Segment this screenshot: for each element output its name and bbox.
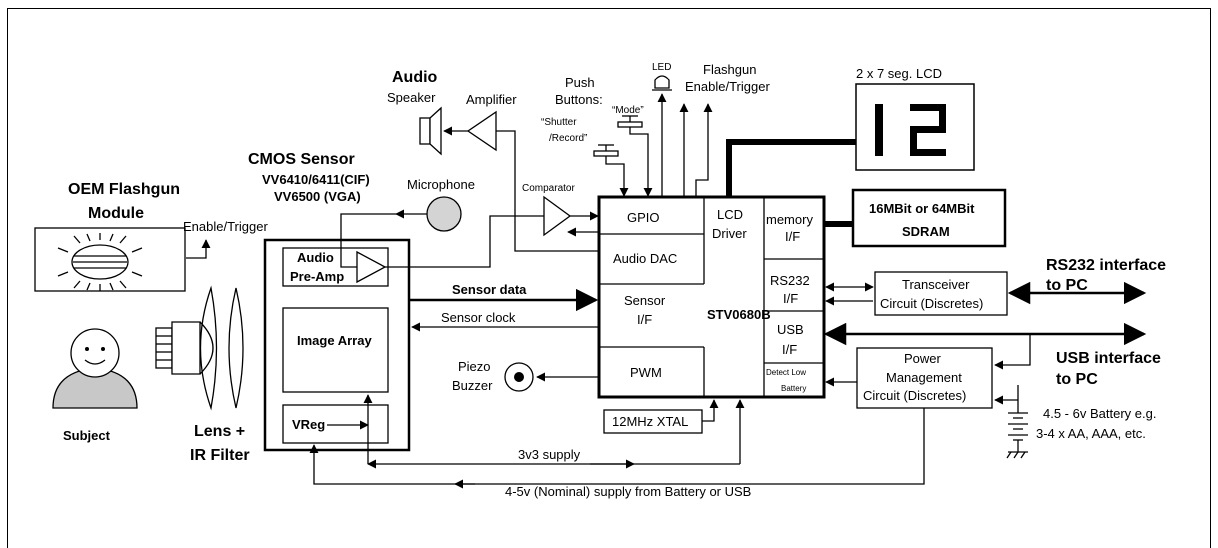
pwm-label: PWM bbox=[630, 365, 662, 380]
transceiver-label-1: Transceiver bbox=[902, 277, 970, 292]
enable-trigger-label: Enable/Trigger bbox=[183, 219, 268, 234]
power-mgmt-label-3: Circuit (Discretes) bbox=[863, 388, 966, 403]
speaker-icon bbox=[419, 106, 442, 156]
diagram-frame bbox=[7, 8, 1211, 548]
microphone-label: Microphone bbox=[407, 177, 475, 192]
stv0680b-chip bbox=[597, 195, 826, 399]
push-buttons-label-1: Push bbox=[565, 75, 595, 90]
lens-label-1: Lens + bbox=[194, 423, 245, 440]
shutter-to-gpio-arrow bbox=[605, 156, 629, 197]
piezo-buzzer-icon bbox=[504, 362, 534, 392]
microphone-icon bbox=[426, 196, 462, 232]
transceiver-box bbox=[874, 271, 1008, 316]
preamp-to-comparator-line bbox=[385, 215, 544, 268]
lcd-bus-line bbox=[726, 139, 856, 196]
power-mgmt-label-2: Management bbox=[886, 370, 962, 385]
amplifier-triangle-icon bbox=[466, 110, 497, 152]
sdram-box bbox=[851, 188, 1007, 248]
subject-label: Subject bbox=[63, 428, 111, 443]
sensor-if-label-1: Sensor bbox=[624, 293, 666, 308]
camera-lens-icon bbox=[155, 285, 244, 411]
memory-if-label-1: memory bbox=[766, 212, 813, 227]
lens-label-2: IR Filter bbox=[190, 447, 250, 464]
comparator-triangle-icon bbox=[543, 195, 572, 237]
image-array-label: Image Array bbox=[297, 333, 372, 348]
vreg-box bbox=[282, 404, 389, 444]
power-management-box bbox=[856, 347, 993, 409]
rs232-pc-label-1: RS232 interface bbox=[1046, 257, 1166, 274]
usb-to-power-arrow bbox=[994, 334, 1031, 370]
detect-low-battery-label-2: Battery bbox=[781, 384, 806, 393]
gpio-label: GPIO bbox=[627, 210, 660, 225]
push-buttons-label-2: Buttons: bbox=[555, 92, 603, 107]
amplifier-label: Amplifier bbox=[466, 92, 517, 107]
audio-preamp-label-1: Audio bbox=[297, 250, 334, 265]
speaker-label: Speaker bbox=[387, 90, 436, 105]
xtal-label: 12MHz XTAL bbox=[612, 414, 688, 429]
xtal-to-chip-arrow bbox=[702, 399, 719, 422]
usb-if-label-1: USB bbox=[777, 322, 804, 337]
lcd-driver-label-2: Driver bbox=[712, 226, 747, 241]
flashgun-trigger-arrow bbox=[186, 239, 211, 259]
power-mgmt-label-1: Power bbox=[904, 351, 942, 366]
rs232-pc-label-2: to PC bbox=[1046, 277, 1088, 294]
vreg-label: VReg bbox=[292, 417, 325, 432]
chip-name-label: STV0680B bbox=[707, 307, 771, 322]
audio-title: Audio bbox=[392, 69, 438, 86]
rs232-if-label-1: RS232 bbox=[770, 273, 810, 288]
mode-button-label: “Mode” bbox=[612, 105, 644, 116]
led-icon bbox=[652, 75, 672, 91]
cmos-sensor-title: CMOS Sensor bbox=[248, 151, 355, 168]
sensor-data-label: Sensor data bbox=[452, 282, 527, 297]
mode-to-gpio-arrow bbox=[629, 127, 653, 197]
subject-icon bbox=[52, 328, 138, 409]
oem-flashgun-title-1: OEM Flashgun bbox=[68, 181, 180, 198]
shutter-button-icon bbox=[593, 144, 619, 157]
audio-preamp-label-2: Pre-Amp bbox=[290, 269, 344, 284]
dac-to-amp-line bbox=[496, 130, 598, 252]
rs232-if-label-2: I/F bbox=[783, 291, 798, 306]
comparator-label: Comparator bbox=[522, 183, 575, 194]
lcd-caption: 2 x 7 seg. LCD bbox=[856, 66, 942, 81]
battery-label-2: 3-4 x AA, AAA, etc. bbox=[1036, 426, 1146, 441]
gpio-flash-arrow-2 bbox=[695, 103, 713, 196]
oem-flashgun-title-2: Module bbox=[88, 205, 144, 222]
flashgun-module-box bbox=[34, 227, 186, 292]
image-array-box bbox=[282, 307, 389, 393]
battery-label-1: 4.5 - 6v Battery e.g. bbox=[1043, 406, 1156, 421]
main-supply-label: 4-5v (Nominal) supply from Battery or US… bbox=[505, 484, 751, 499]
oem-flashgun-group: OEM Flashgun Module Enable/Trigger bbox=[34, 181, 268, 292]
battery-icon bbox=[1006, 385, 1028, 459]
shutter-button-label-2: /Record” bbox=[549, 133, 587, 144]
lcd-digits-icon bbox=[875, 104, 946, 156]
usb-pc-label-2: to PC bbox=[1056, 371, 1098, 388]
cmos-vga-label: VV6500 (VGA) bbox=[274, 189, 361, 204]
audio-dac-label: Audio DAC bbox=[613, 251, 677, 266]
shutter-button-label-1: “Shutter bbox=[541, 117, 577, 128]
supply-3v3-label: 3v3 supply bbox=[518, 447, 581, 462]
usb-if-label-2: I/F bbox=[782, 342, 797, 357]
flashgun-trigger-label-1: Flashgun bbox=[703, 62, 756, 77]
flashgun-trigger-label-2: Enable/Trigger bbox=[685, 79, 770, 94]
mic-to-preamp-line bbox=[340, 213, 396, 268]
sdram-label-1: 16MBit or 64MBit bbox=[869, 201, 975, 216]
usb-pc-label-1: USB interface bbox=[1056, 350, 1161, 367]
sdram-label-2: SDRAM bbox=[902, 224, 950, 239]
detect-low-battery-label-1: Detect Low bbox=[766, 368, 806, 377]
cmos-cif-label: VV6410/6411(CIF) bbox=[262, 172, 370, 187]
sensor-if-label-2: I/F bbox=[637, 312, 652, 327]
flash-bulb-icon bbox=[57, 233, 143, 291]
mode-button-icon bbox=[617, 115, 643, 128]
memory-if-label-2: I/F bbox=[785, 229, 800, 244]
piezo-label-1: Piezo bbox=[458, 359, 491, 374]
lcd-driver-label-1: LCD bbox=[717, 207, 743, 222]
led-label: LED bbox=[652, 62, 671, 73]
piezo-label-2: Buzzer bbox=[452, 378, 493, 393]
sensor-clock-label: Sensor clock bbox=[441, 310, 516, 325]
transceiver-label-2: Circuit (Discretes) bbox=[880, 296, 983, 311]
main-supply-line bbox=[309, 408, 925, 485]
